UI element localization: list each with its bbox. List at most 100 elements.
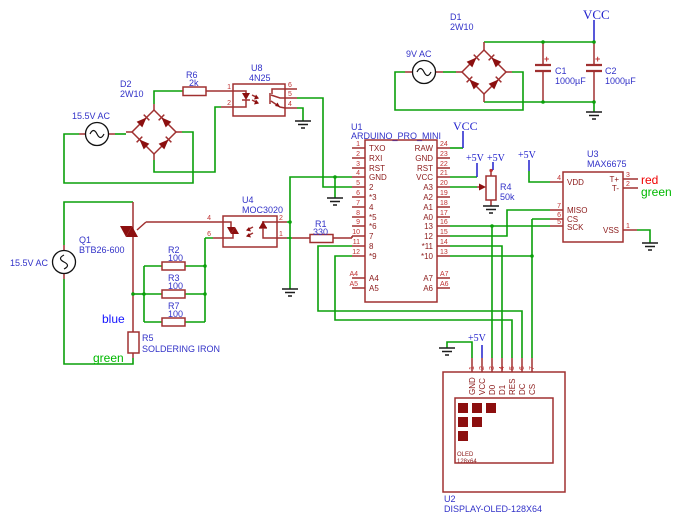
svg-text:A5: A5 xyxy=(349,281,358,288)
svg-text:*5: *5 xyxy=(369,213,377,222)
svg-text:6: 6 xyxy=(356,190,360,197)
svg-text:1: 1 xyxy=(356,141,360,148)
annotation-green-wire: green xyxy=(93,351,124,365)
net-label-vcc-arduino: VCC xyxy=(453,119,478,133)
r6-ref: R6 xyxy=(186,70,198,80)
svg-text:11: 11 xyxy=(353,239,360,246)
svg-text:2: 2 xyxy=(626,181,630,188)
svg-text:1: 1 xyxy=(626,223,630,230)
svg-text:RES: RES xyxy=(508,379,517,395)
net-label-5v-1: +5V xyxy=(466,153,485,164)
svg-text:2: 2 xyxy=(369,183,374,192)
arduino-left-pin-names: TXO RXI RST GND 2 *3 4 *5 *6 7 8 *9 A4 A… xyxy=(369,144,387,293)
u4-ref: U4 xyxy=(242,195,254,205)
svg-text:*9: *9 xyxy=(369,252,377,261)
bridge-rectifier-d1 xyxy=(460,48,508,96)
svg-text:VCC: VCC xyxy=(478,378,487,395)
arduino-right-pin-numbers: 24 23 22 21 20 19 18 17 16 15 14 13 A7 A… xyxy=(440,141,449,288)
c2-ref: C2 xyxy=(605,66,617,76)
u4-part: MOC3020 xyxy=(242,205,283,215)
svg-text:24: 24 xyxy=(440,141,448,148)
oled-screen-line2: 128x64 xyxy=(457,459,477,465)
resistor-r7 xyxy=(161,317,186,327)
svg-text:A4: A4 xyxy=(369,274,379,283)
svg-text:7: 7 xyxy=(557,203,561,210)
svg-text:SCK: SCK xyxy=(567,223,584,232)
arduino-right-pin-names: RAW GND RST VCC A3 A2 A1 A0 13 12 *11 *1… xyxy=(415,144,434,293)
svg-text:9: 9 xyxy=(356,219,360,226)
u8-part: 4N25 xyxy=(249,73,271,83)
svg-text:*6: *6 xyxy=(369,222,377,231)
source-label-155v-top: 15.5V AC xyxy=(72,111,111,121)
svg-text:14: 14 xyxy=(440,239,448,246)
u1-part: ARDUINO_PRO_MINI xyxy=(351,131,441,141)
svg-text:VSS: VSS xyxy=(603,226,619,235)
svg-text:4: 4 xyxy=(369,203,374,212)
u8-internal-led-transistor xyxy=(233,88,286,109)
svg-text:GND: GND xyxy=(369,173,387,182)
d1-part: 2W10 xyxy=(450,22,474,32)
svg-text:4: 4 xyxy=(207,215,211,222)
svg-text:23: 23 xyxy=(440,151,448,158)
svg-text:8: 8 xyxy=(356,210,360,217)
u4-pin-numbers: 4 6 2 1 xyxy=(207,215,283,238)
svg-text:17: 17 xyxy=(440,210,448,217)
svg-text:*11: *11 xyxy=(422,242,434,251)
svg-text:4: 4 xyxy=(288,101,292,108)
resistor-r3 xyxy=(161,289,186,299)
svg-text:3: 3 xyxy=(626,172,630,179)
svg-text:5: 5 xyxy=(288,91,292,98)
svg-text:D1: D1 xyxy=(498,384,507,395)
r4-value: 50k xyxy=(500,192,515,202)
u2-part: DISPLAY-OLED-128X64 xyxy=(444,504,542,514)
svg-text:21: 21 xyxy=(440,170,448,177)
d1-ref: D1 xyxy=(450,12,462,22)
supply-stubs xyxy=(462,20,595,358)
svg-text:1: 1 xyxy=(227,84,231,91)
wires-green xyxy=(63,41,651,365)
u2-ref: U2 xyxy=(444,494,456,504)
svg-text:19: 19 xyxy=(440,190,448,197)
svg-text:*10: *10 xyxy=(421,252,434,261)
bridge-rectifier-d2 xyxy=(130,108,178,156)
svg-text:5: 5 xyxy=(509,366,516,370)
svg-text:4: 4 xyxy=(557,175,561,182)
svg-text:RAW: RAW xyxy=(415,144,434,153)
svg-text:GND: GND xyxy=(468,377,477,395)
svg-text:5: 5 xyxy=(356,180,360,187)
potentiometer-r4 xyxy=(479,168,497,201)
svg-text:T+: T+ xyxy=(609,175,619,184)
svg-text:A1: A1 xyxy=(423,203,433,212)
svg-text:13: 13 xyxy=(440,249,448,256)
svg-text:A6: A6 xyxy=(423,284,433,293)
svg-text:16: 16 xyxy=(440,219,448,226)
c2-plus: + xyxy=(595,54,600,64)
r6-value: 2k xyxy=(189,78,199,88)
capacitor-c2 xyxy=(586,63,602,73)
svg-text:6: 6 xyxy=(519,366,526,370)
svg-text:1: 1 xyxy=(469,366,476,370)
net-label-vcc-top: VCC xyxy=(583,7,610,22)
svg-text:4: 4 xyxy=(356,170,360,177)
r3-value: 100 xyxy=(168,281,183,291)
svg-text:12: 12 xyxy=(352,249,360,256)
svg-text:2: 2 xyxy=(279,215,283,222)
c1-plus: + xyxy=(544,54,549,64)
annotation-thermocouple-red: red xyxy=(641,173,658,187)
ac-source-15v-top xyxy=(84,121,110,147)
svg-text:6: 6 xyxy=(207,231,211,238)
svg-text:22: 22 xyxy=(440,161,448,168)
q1-ref: Q1 xyxy=(79,235,91,245)
svg-text:A4: A4 xyxy=(349,271,358,278)
r2-value: 100 xyxy=(168,253,183,263)
r5-value: SOLDERING IRON xyxy=(142,344,220,354)
oled-pixel-squares xyxy=(458,403,496,441)
optocoupler-u8-body xyxy=(232,83,286,117)
oled-pin-numbers: 1 2 3 4 5 6 7 xyxy=(469,366,536,370)
svg-text:7: 7 xyxy=(369,232,374,241)
optocoupler-u4-body xyxy=(222,215,278,248)
oled-pin-names: GND VCC D0 D1 RES DC CS xyxy=(468,377,537,395)
u3-part: MAX6675 xyxy=(587,159,627,169)
svg-text:D0: D0 xyxy=(488,384,497,395)
